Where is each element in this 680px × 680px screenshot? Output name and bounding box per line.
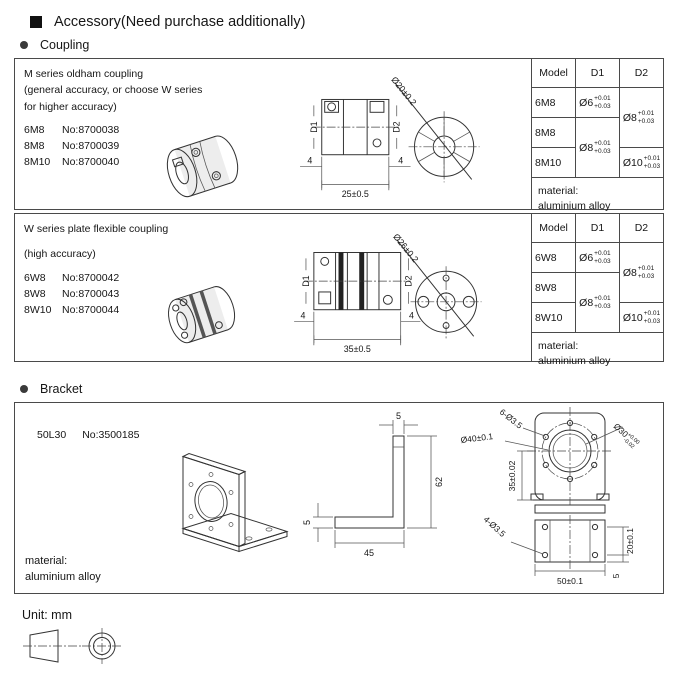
w-series-title-2: (high accuracy) [24, 248, 96, 261]
model-row: 6M8 No:8700038 [24, 123, 120, 136]
section-coupling-label: Coupling [40, 38, 90, 52]
dim-height: 62 [434, 477, 444, 487]
bracket-id: 50L30 No:3500185 [37, 429, 139, 441]
first-angle-projection-icon [23, 628, 122, 664]
dim-edge-distance: 5 [611, 573, 621, 578]
dim-d2: D2 [404, 275, 414, 286]
unit-label: Unit: mm [22, 608, 72, 622]
bracket-box: 50L30 No:3500185 [14, 402, 664, 594]
m-series-info: M series oldham coupling (general accura… [15, 59, 267, 209]
material-row: material: aluminium alloy [532, 177, 663, 220]
model-row: 8W10 No:8700044 [24, 303, 120, 316]
col-model: Model [532, 214, 577, 243]
coupling-box-m-series: M series oldham coupling (general accura… [14, 58, 664, 220]
dim-total-length: 35±0.5 [344, 344, 371, 354]
dim-base-width: 50±0.1 [557, 576, 583, 586]
bracket-3d-view [181, 452, 289, 553]
m-series-title-3: for higher accuracy) [24, 100, 117, 113]
bracket-side-view: 5 62 5 45 [302, 411, 444, 558]
dim-outer-diameter: Ø20±0.2 [389, 75, 418, 108]
dot-bullet-icon [20, 41, 28, 49]
section-coupling-heading: Coupling [20, 38, 680, 52]
dim-center-height: 35±0.02 [507, 460, 517, 491]
w-series-model-list: 6W8 No:8700042 8W8 No:8700043 8W10 No:87… [24, 268, 148, 360]
col-d1: D1 [575, 59, 620, 88]
dim-outer-diameter: Ø26±0.2 [391, 232, 420, 265]
table-row: 8W10 Ø10+0.01+0.03 [532, 302, 663, 333]
dim-plate-thickness: 5 [396, 411, 401, 421]
w-series-spec-table: Model D1 D2 6W8 Ø6+0.01+0.03 Ø8+0.01+0.0… [531, 214, 663, 375]
section-bracket-heading: Bracket [20, 382, 680, 396]
dim-total-length: 25±0.5 [342, 189, 369, 199]
dim-left-4: 4 [301, 311, 306, 321]
square-bullet-icon [30, 16, 42, 28]
m-series-title-1: M series oldham coupling [24, 68, 144, 80]
dim-bolt-circle: Ø40±0.1 [460, 431, 494, 445]
dim-right-4: 4 [398, 156, 403, 166]
dim-base-thickness: 5 [302, 520, 312, 525]
model-row: 8M8 No:8700039 [24, 139, 120, 152]
dim-row-spacing: 20±0.1 [625, 528, 635, 554]
w-series-info: W series plate flexible coupling (high a… [15, 214, 267, 361]
w-coupling-3d-view [148, 268, 260, 360]
dim-d1: D1 [301, 275, 311, 286]
page-title: Accessory(Need purchase additionally) [54, 14, 306, 30]
bracket-model: 50L30 [37, 429, 67, 441]
bracket-bottom-view: 4-Ø3.5 20±0.1 5 50±0.1 [482, 504, 635, 586]
section-bracket-label: Bracket [40, 382, 83, 396]
material-row: material: aluminium alloy [532, 332, 663, 375]
table-row: 6M8 Ø6+0.01+0.03 Ø8+0.01+0.03 [532, 87, 663, 148]
dim-right-4: 4 [409, 311, 414, 321]
w-coupling-dimension-drawing: D1 D2 4 4 35±0.5 [267, 214, 531, 361]
table-row: 8W8 Ø8+0.01+0.03 [532, 272, 663, 333]
bracket-no: No:3500185 [82, 429, 140, 441]
m-series-spec-table: Model D1 D2 6M8 Ø6+0.01+0.03 Ø8+0.01+0.0… [531, 59, 663, 220]
page-header: Accessory(Need purchase additionally) [30, 14, 680, 30]
m-series-model-list: 6M8 No:8700038 8M8 No:8700039 8M10 No:87… [24, 120, 148, 212]
col-d2: D2 [618, 59, 663, 88]
dim-pilot-bore: Ø30+0.00-0.02 [610, 421, 641, 451]
col-model: Model [532, 59, 577, 88]
m-coupling-3d-view [148, 120, 260, 212]
w-series-title-1: W series plate flexible coupling [24, 223, 169, 235]
bracket-front-view: 6-Ø3.5 Ø40±0.1 Ø30+0.00-0.02 35±0.02 [460, 407, 641, 505]
col-d2: D2 [618, 214, 663, 243]
col-d1: D1 [575, 214, 620, 243]
m-coupling-dimension-drawing: D1 D2 4 4 25±0.5 [267, 59, 531, 209]
dim-left-4: 4 [307, 156, 312, 166]
dim-d2: D2 [392, 121, 402, 132]
model-row: 6W8 No:8700042 [24, 271, 120, 284]
m-series-title-2: (general accuracy, or choose W series [24, 84, 203, 97]
model-row: 8M10 No:8700040 [24, 155, 120, 168]
model-row: 8W8 No:8700043 [24, 287, 120, 300]
coupling-box-w-series: W series plate flexible coupling (high a… [14, 213, 664, 375]
dim-front-holes: 6-Ø3.5 [498, 407, 525, 431]
dim-base-width: 45 [364, 548, 374, 558]
dim-base-holes: 4-Ø3.5 [482, 514, 508, 539]
table-row: 6W8 Ø6+0.01+0.03 Ø8+0.01+0.03 [532, 242, 663, 303]
dim-d1: D1 [309, 121, 319, 132]
dot-bullet-icon [20, 385, 28, 393]
table-row: 8M10 Ø10+0.01+0.03 [532, 147, 663, 178]
bracket-material: material: aluminium alloy [25, 555, 101, 584]
